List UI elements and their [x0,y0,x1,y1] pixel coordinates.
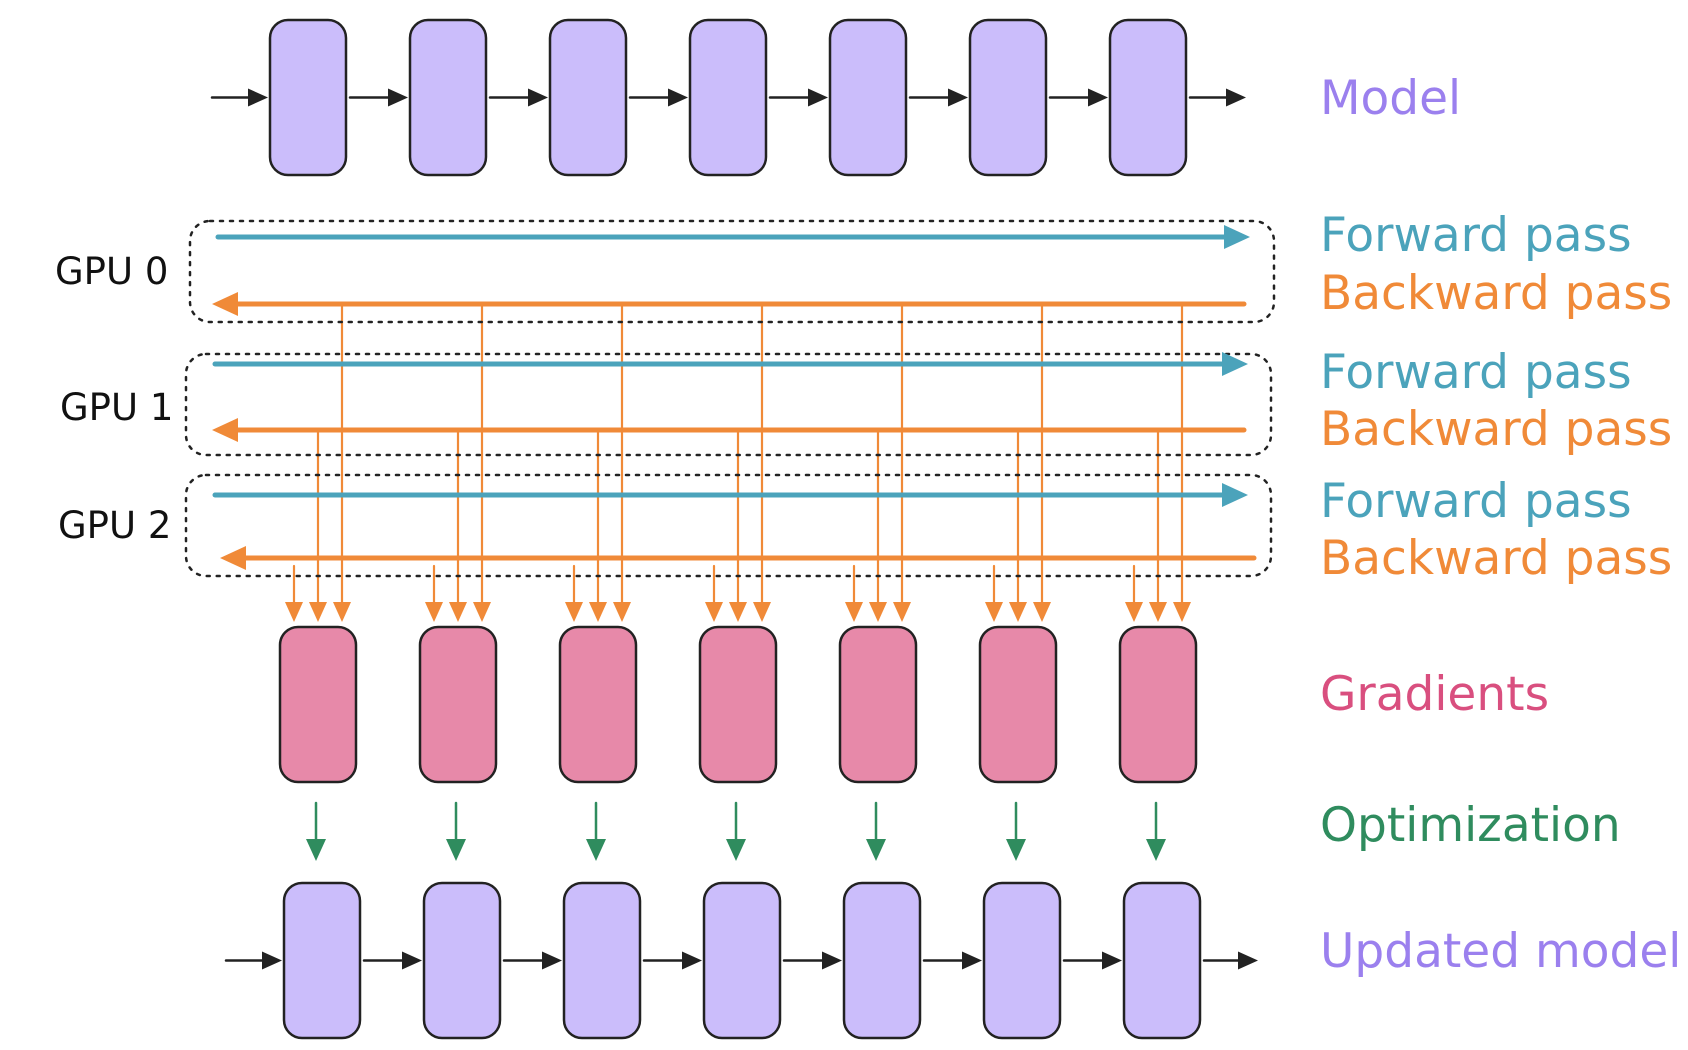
gpu-0-forward-label: Forward pass [1320,208,1632,263]
optimization-arrow-4 [726,801,746,861]
optimization-label: Optimization [1320,798,1621,853]
gpu-0-forward-pass-arrow [215,225,1250,249]
updated-model-connector-arrow-3 [642,951,702,970]
gradient-drop-arrow-gpu0-layer5 [893,302,911,622]
gpu-0-label: GPU 0 [55,250,169,293]
updated-model-layer-3 [562,881,642,1040]
model-layer-7 [1108,18,1188,177]
gradient-block-2 [418,625,498,784]
optimization-arrow-6 [1006,801,1026,861]
model-layer-3 [548,18,628,177]
gpu-1-backward-pass-arrow [212,418,1247,442]
model-label: Model [1320,71,1462,126]
gradient-block-6 [978,625,1058,784]
gradient-drop-arrow-gpu2-layer1 [285,564,303,622]
updated-model-layer-4 [702,881,782,1040]
model-connector-arrow-5 [908,88,968,107]
gpu-0-box [188,219,1276,324]
model-output-arrow [1188,88,1246,107]
gradient-drop-arrow-gpu0-layer6 [1033,302,1051,622]
updated-model-layer-1 [282,881,362,1040]
updated-model-output-arrow [1202,951,1258,970]
updated-model-connector-arrow-4 [782,951,842,970]
updated-model-connector-arrow-2 [502,951,562,970]
gpu-0-backward-label: Backward pass [1320,266,1673,321]
gradient-drop-arrow-gpu1-layer7 [1149,428,1167,622]
gpu-2-backward-pass-arrow [220,546,1257,570]
updated-model-label: Updated model [1320,924,1682,979]
gradient-drop-arrow-gpu2-layer3 [565,564,583,622]
optimization-arrow-3 [586,801,606,861]
updated-model-connector-arrow-1 [362,951,422,970]
updated-model-layer-7 [1122,881,1202,1040]
gradient-drop-arrow-gpu1-layer1 [309,428,327,622]
gradient-block-7 [1118,625,1198,784]
gradient-drop-arrow-gpu1-layer3 [589,428,607,622]
gpu-2-backward-label: Backward pass [1320,531,1673,586]
model-input-arrow [210,88,268,107]
optimization-arrow-7 [1146,801,1166,861]
gradient-drop-arrow-gpu0-layer2 [473,302,491,622]
gradient-drop-arrow-gpu0-layer4 [753,302,771,622]
model-connector-arrow-1 [348,88,408,107]
optimization-arrow-1 [306,801,326,861]
updated-model-layer-5 [842,881,922,1040]
gradient-block-4 [698,625,778,784]
updated-model-input-arrow [224,951,282,970]
gpu-1-label: GPU 1 [60,386,174,429]
gradient-drop-arrow-gpu2-layer2 [425,564,443,622]
gradient-block-3 [558,625,638,784]
model-layer-2 [408,18,488,177]
optimization-arrow-5 [866,801,886,861]
gpu-2-box [184,473,1273,578]
model-layer-6 [968,18,1048,177]
gradient-drop-arrow-gpu0-layer3 [613,302,631,622]
gradient-drop-arrow-gpu1-layer2 [449,428,467,622]
gradient-block-1 [278,625,358,784]
gradient-drop-arrow-gpu2-layer4 [705,564,723,622]
gradient-drop-arrow-gpu2-layer5 [845,564,863,622]
gradient-drop-arrow-gpu1-layer4 [729,428,747,622]
model-layer-4 [688,18,768,177]
gradient-drop-arrow-gpu0-layer1 [333,302,351,622]
gradient-drop-arrow-gpu2-layer7 [1125,564,1143,622]
gradient-drop-arrow-gpu1-layer6 [1009,428,1027,622]
gpu-1-forward-pass-arrow [212,352,1248,376]
gradient-drop-arrow-gpu0-layer7 [1173,302,1191,622]
gpu-2-label: GPU 2 [58,504,172,547]
model-connector-arrow-2 [488,88,548,107]
gpu-1-backward-label: Backward pass [1320,402,1673,457]
model-connector-arrow-3 [628,88,688,107]
gradient-drop-arrow-gpu1-layer5 [869,428,887,622]
gpu-1-box [184,352,1273,457]
model-connector-arrow-6 [1048,88,1108,107]
gpu-1-forward-label: Forward pass [1320,345,1632,400]
gpu-2-forward-label: Forward pass [1320,474,1632,529]
gradient-block-5 [838,625,918,784]
gradient-drop-arrow-gpu2-layer6 [985,564,1003,622]
model-connector-arrow-4 [768,88,828,107]
gradients-label: Gradients [1320,667,1550,722]
model-layer-1 [268,18,348,177]
updated-model-connector-arrow-5 [922,951,982,970]
gpu-2-forward-pass-arrow [212,483,1248,507]
updated-model-connector-arrow-6 [1062,951,1122,970]
updated-model-layer-2 [422,881,502,1040]
optimization-arrow-2 [446,801,466,861]
gpu-0-backward-pass-arrow [212,292,1247,316]
updated-model-layer-6 [982,881,1062,1040]
model-layer-5 [828,18,908,177]
